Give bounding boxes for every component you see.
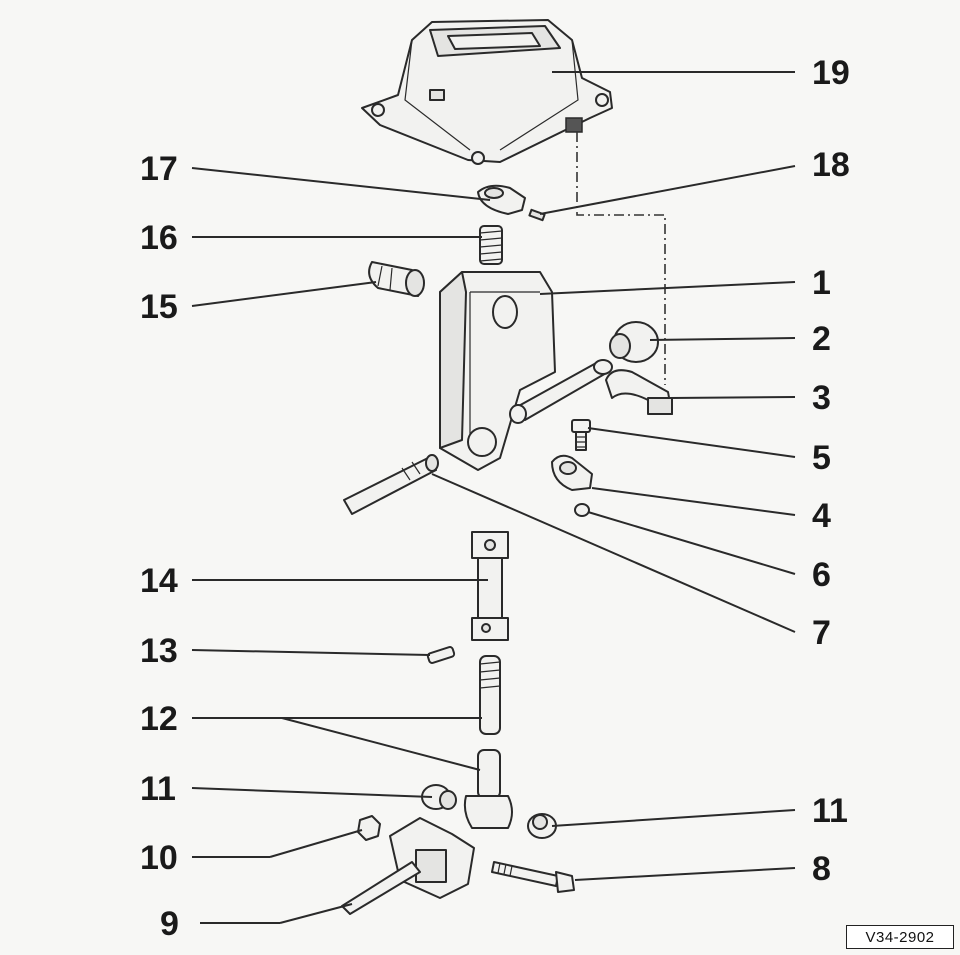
callout-7: 7 (812, 614, 831, 652)
callout-2: 2 (812, 320, 831, 358)
callout-19: 19 (812, 54, 850, 92)
part-13-pin (426, 646, 456, 664)
callout-numbers: 19 18 1 2 3 5 4 6 7 11 8 17 16 15 14 13 … (140, 54, 850, 943)
callout-3: 3 (812, 379, 831, 417)
part-10-nut (357, 815, 381, 841)
part-17-guide (477, 184, 526, 215)
part-11-bushing-right (527, 813, 557, 839)
callout-18: 18 (812, 146, 850, 184)
part-6-nut (574, 503, 590, 517)
callout-5: 5 (812, 439, 831, 477)
alignment-line (576, 132, 666, 385)
part-12-lever-rod (463, 655, 513, 829)
callout-4: 4 (812, 497, 831, 535)
callout-14: 14 (140, 562, 178, 600)
callout-1: 1 (812, 264, 831, 302)
callout-15: 15 (140, 288, 178, 326)
figure-reference-code: V34-2902 (846, 925, 954, 949)
callout-10: 10 (140, 839, 178, 877)
part-5-bolt (571, 419, 591, 451)
part-16-spring (479, 225, 503, 265)
callout-8: 8 (812, 850, 831, 888)
part-2-rubber-bushing (609, 321, 659, 363)
part-19-housing-cover (361, 19, 613, 165)
callout-13: 13 (140, 632, 178, 670)
callout-17: 17 (140, 150, 178, 188)
leader-lines (191, 71, 796, 924)
part-3-clamp (605, 369, 673, 415)
part-1-lever-bracket (439, 271, 613, 471)
callout-6: 6 (812, 556, 831, 594)
callout-12: 12 (140, 700, 178, 738)
part-9-bracket (341, 817, 475, 915)
callout-11-left: 11 (140, 770, 176, 808)
part-18-pin (528, 208, 546, 222)
callout-9: 9 (160, 905, 179, 943)
part-7-rod (343, 454, 439, 515)
callout-16: 16 (140, 219, 178, 257)
part-15-bushing (368, 261, 425, 297)
part-14-link (471, 531, 509, 641)
part-8-bolt (491, 861, 575, 893)
callout-11-right: 11 (812, 792, 848, 830)
part-11-bushing-left (421, 784, 457, 810)
part-4-clip (551, 454, 593, 491)
